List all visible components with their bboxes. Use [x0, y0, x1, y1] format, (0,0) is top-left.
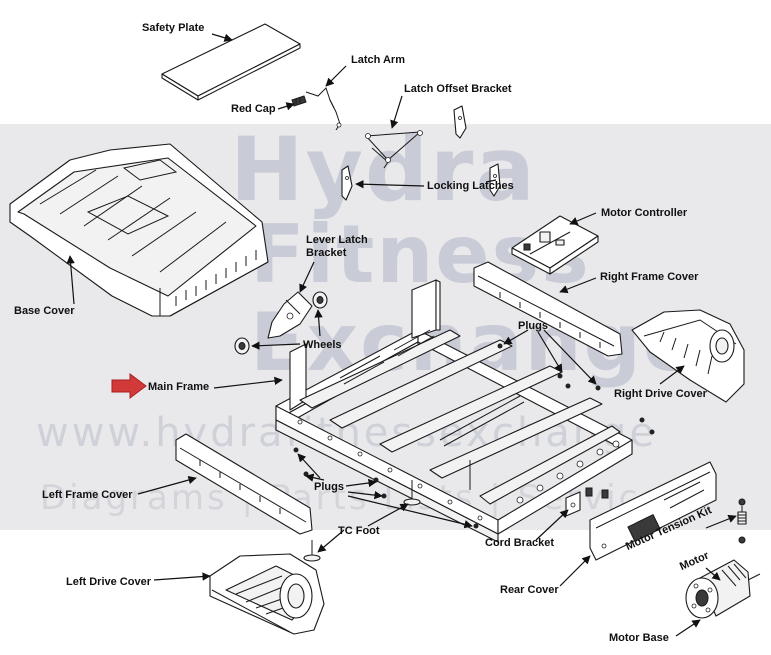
- label-right-frame-cover: Right Frame Cover: [600, 271, 699, 283]
- lever-latch-bracket-part: [267, 291, 313, 339]
- label-cord-bracket: Cord Bracket: [485, 537, 555, 549]
- motor-controller-part: [511, 215, 599, 275]
- motor-part: [685, 559, 761, 619]
- label-right-drive-cover: Right Drive Cover: [614, 388, 707, 400]
- plugs-right-part: [497, 343, 655, 435]
- label-plugs-right: Plugs: [518, 320, 548, 332]
- label-motor-base: Motor Base: [609, 632, 669, 644]
- leader-lines: [66, 33, 737, 637]
- label-latch-arm: Latch Arm: [351, 54, 405, 66]
- label-safety-plate: Safety Plate: [142, 22, 205, 34]
- cord-bracket-part: [565, 487, 609, 517]
- label-base-cover: Base Cover: [14, 305, 75, 317]
- label-lever-latch: Lever Latch: [306, 234, 368, 246]
- base-cover-part: [9, 143, 269, 317]
- latch-offset-bracket-part: [364, 105, 467, 169]
- label-motor-controller: Motor Controller: [601, 207, 688, 219]
- left-frame-cover-part: [175, 433, 313, 535]
- right-drive-cover-part: [631, 309, 745, 403]
- latch-arm-part: [305, 87, 342, 131]
- label-wheels: Wheels: [303, 339, 342, 351]
- safety-plate-part: [161, 23, 301, 101]
- label-latch-offset-bracket: Latch Offset Bracket: [404, 83, 512, 95]
- label-red-cap: Red Cap: [231, 103, 276, 115]
- label-left-frame-cover: Left Frame Cover: [42, 489, 133, 501]
- label-main-frame: Main Frame: [148, 381, 210, 393]
- right-frame-cover-part: [473, 261, 623, 357]
- label-tc-foot: TC Foot: [338, 525, 380, 537]
- locking-latches-part: [341, 163, 501, 201]
- left-drive-cover-part: [209, 553, 325, 635]
- label-rear-cover: Rear Cover: [500, 584, 559, 596]
- watermark-text: Exchange: [250, 296, 700, 389]
- motor-tension-kit-part: [737, 498, 747, 544]
- wheels-part: [234, 291, 328, 355]
- tc-foot-part: [303, 480, 421, 562]
- label-plugs-left: Plugs: [314, 481, 344, 493]
- label-left-drive-cover: Left Drive Cover: [66, 576, 151, 588]
- main-frame-highlight-arrow: [111, 373, 147, 399]
- rear-cover-part: [589, 461, 717, 561]
- label-lever-latch-bracket: Bracket: [306, 247, 347, 259]
- main-frame-part: [275, 279, 633, 543]
- label-locking-latches: Locking Latches: [427, 180, 514, 192]
